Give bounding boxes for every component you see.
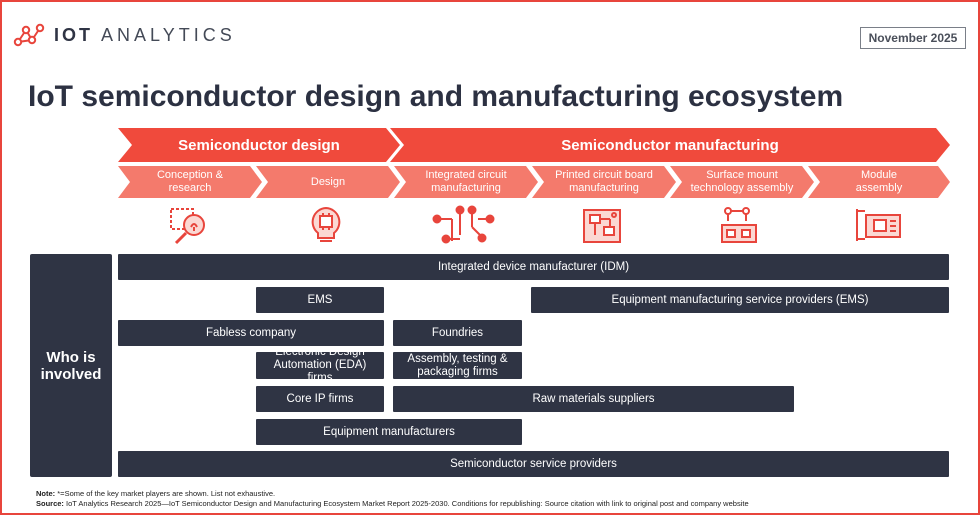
- stage-manufacturing: Semiconductor manufacturing: [390, 128, 950, 162]
- stage-manufacturing-label: Semiconductor manufacturing: [561, 136, 779, 154]
- step-conception: Conception & research: [118, 166, 262, 198]
- stage-design: Semiconductor design: [118, 128, 400, 162]
- logo-bold-text: IOT: [54, 24, 93, 45]
- role-equipment: Equipment manufacturers: [256, 419, 522, 445]
- step-label: Surface mount technology assembly: [690, 169, 794, 194]
- logo-light-text: ANALYTICS: [101, 24, 236, 45]
- step-ic-manufacturing: Integrated circuit manufacturing: [394, 166, 538, 198]
- step-label: Conception & research: [156, 169, 224, 194]
- role-ems-full: Equipment manufacturing service provider…: [531, 287, 949, 313]
- footer-notes: Note: *=Some of the key market players a…: [36, 489, 749, 509]
- role-atp: Assembly, testing & packaging firms: [393, 352, 522, 379]
- pcb-icon: [583, 209, 621, 243]
- page-title: IoT semiconductor design and manufacturi…: [28, 80, 844, 113]
- step-label: Integrated circuit manufacturing: [425, 169, 507, 194]
- step-design: Design: [256, 166, 400, 198]
- step-smt-assembly: Surface mount technology assembly: [670, 166, 814, 198]
- step-label: Printed circuit board manufacturing: [555, 169, 653, 194]
- role-idm: Integrated device manufacturer (IDM): [118, 254, 949, 280]
- module-icon: [856, 209, 901, 241]
- smt-robot-icon: [721, 207, 757, 243]
- role-raw-materials: Raw materials suppliers: [393, 386, 794, 412]
- source-text: IoT Analytics Research 2025—IoT Semicond…: [66, 499, 749, 508]
- role-core-ip: Core IP firms: [256, 386, 384, 412]
- logo: IOT ANALYTICS: [12, 20, 236, 50]
- step-pcb-manufacturing: Printed circuit board manufacturing: [532, 166, 676, 198]
- role-eda: Electronic Design Automation (EDA) firms: [256, 346, 384, 384]
- step-module-assembly: Module assembly: [808, 166, 950, 198]
- step-label: Module assembly: [855, 169, 903, 194]
- logo-network-icon: [13, 23, 45, 47]
- role-ems: EMS: [256, 287, 384, 313]
- role-service-providers: Semiconductor service providers: [118, 451, 949, 477]
- source-label: Source:: [36, 499, 64, 508]
- note-text: *=Some of the key market players are sho…: [57, 489, 276, 498]
- research-icon: [170, 208, 205, 245]
- role-foundries: Foundries: [393, 320, 522, 346]
- role-fabless: Fabless company: [118, 320, 384, 346]
- chip-bulb-icon: [311, 206, 341, 242]
- note-label: Note:: [36, 489, 56, 498]
- circuit-icon: [432, 205, 495, 244]
- date-badge: November 2025: [860, 27, 966, 49]
- step-label: Design: [310, 175, 346, 188]
- who-is-involved-label: Who is involved: [30, 254, 112, 477]
- stage-design-label: Semiconductor design: [178, 136, 340, 154]
